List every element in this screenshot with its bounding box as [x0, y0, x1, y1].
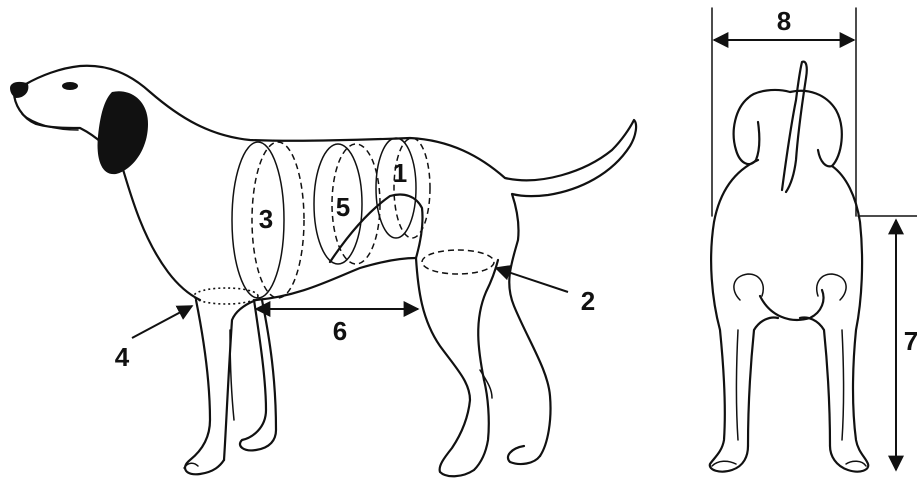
rear-dog-groin	[760, 290, 824, 320]
label-7: 7	[904, 326, 917, 356]
pointer-2	[496, 268, 568, 292]
label-8: 8	[777, 6, 791, 36]
rear-dog-inner-right-leg	[800, 318, 830, 447]
label-4: 4	[115, 342, 130, 372]
label-5: 5	[336, 192, 350, 222]
rear-dog-right-paw	[846, 461, 866, 466]
rear-dog-inner-left-leg	[748, 318, 778, 447]
rear-view-dog: 8 7	[710, 6, 917, 472]
side-dog-hind-leg	[416, 258, 489, 476]
label-6: 6	[333, 316, 347, 346]
pointer-4	[132, 306, 192, 338]
ring-1-front	[376, 138, 416, 238]
rear-dog-body-outline	[710, 160, 758, 472]
rear-dog-right-leg-detail	[842, 330, 844, 440]
rear-dog-left-ear	[734, 98, 760, 164]
side-dog-ear	[98, 91, 148, 174]
ring-1-back	[394, 138, 430, 238]
label-3: 3	[259, 204, 273, 234]
side-dog-eye	[62, 82, 78, 90]
rear-dog-left-hip	[734, 274, 763, 300]
side-dog-hind-leg-back	[478, 260, 498, 380]
side-dog-front-leg-left	[185, 300, 224, 474]
label-2: 2	[581, 286, 595, 316]
rear-dog-right-hip	[817, 274, 846, 300]
ring-2-thigh	[422, 250, 494, 274]
side-dog-rear-paw	[508, 446, 540, 464]
side-dog-front-leg-detail	[230, 330, 234, 420]
rear-dog-body-right	[830, 166, 868, 472]
ring-4-leg	[194, 288, 258, 304]
side-view-dog: 3 5 1 2 4 6	[10, 66, 636, 477]
side-dog-front-leg-right	[240, 300, 276, 450]
rear-dog-left-paw	[712, 461, 736, 466]
rear-dog-tail	[782, 62, 807, 192]
label-1: 1	[393, 158, 407, 188]
rear-dog-left-leg-detail	[737, 330, 739, 440]
side-dog-nose	[10, 82, 28, 98]
